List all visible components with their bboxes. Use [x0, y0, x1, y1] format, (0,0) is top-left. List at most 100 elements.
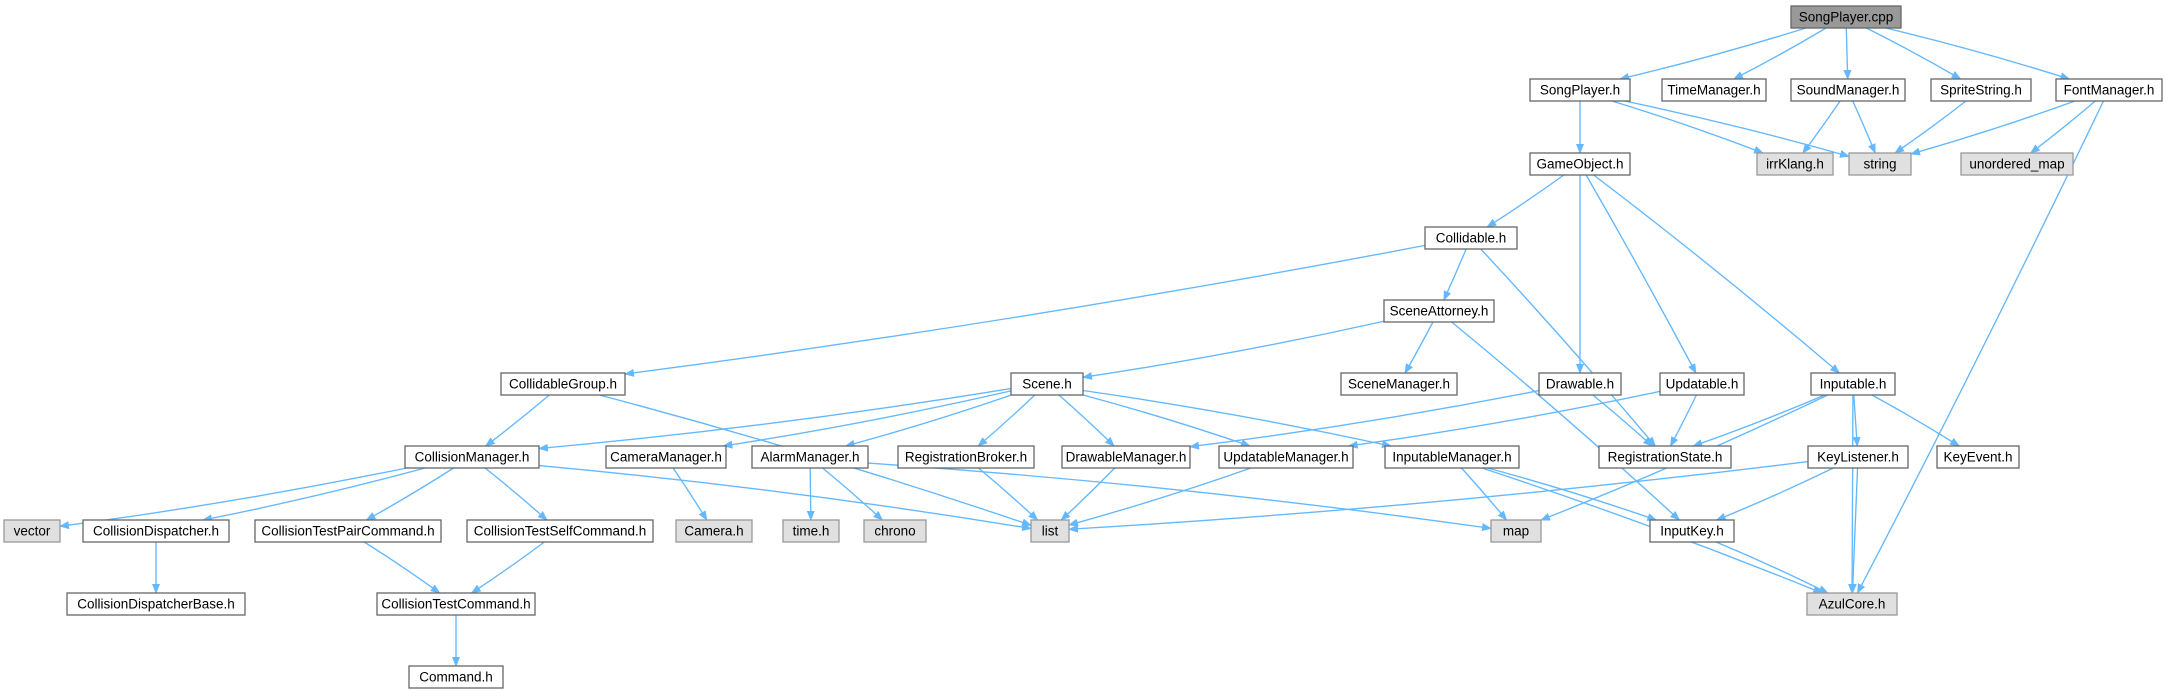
node-label: irrKlang.h	[1766, 157, 1824, 172]
edge-collidable_h-to-collidablegroup_h	[624, 244, 1426, 377]
edge-inputkey_h-to-azulcore_h	[1715, 541, 1829, 594]
node-box	[1010, 372, 1084, 396]
edge-fontmanager_h-to-string	[1910, 100, 2076, 156]
node-box	[1661, 78, 1767, 102]
edge-cameramanager_h-to-camera_h	[672, 467, 708, 521]
node-label: SpriteString.h	[1940, 83, 2022, 98]
node-label: SceneAttorney.h	[1390, 304, 1489, 319]
node-box	[1810, 372, 1896, 396]
edge-alarmmanager_h-to-map	[867, 462, 1492, 532]
node-updatablemanager-h[interactable]: UpdatableManager.h	[1218, 445, 1354, 469]
node-updatable-h[interactable]: Updatable.h	[1659, 372, 1745, 396]
node-scene-h[interactable]: Scene.h	[1010, 372, 1084, 396]
edge-songplayer_h-to-string	[1624, 100, 1850, 158]
node-label: Inputable.h	[1820, 377, 1887, 392]
edge-inputable_h-to-keylistener_h	[1852, 394, 1861, 447]
node-collidable-h[interactable]: Collidable.h	[1424, 226, 1518, 250]
edge-collisionmanager_h-to-collisiontestpaircommand_h	[365, 467, 454, 521]
node-cameramanager-h[interactable]: CameraManager.h	[605, 445, 727, 469]
edge-scene_h-to-cameramanager_h	[722, 390, 1012, 449]
node-label: KeyEvent.h	[1943, 450, 2012, 465]
node-collisionmanager-h[interactable]: CollisionManager.h	[404, 445, 540, 469]
edge-alarmmanager_h-to-time_h	[806, 467, 815, 521]
node-label: DrawableManager.h	[1066, 450, 1187, 465]
node-unordered-map: unordered_map	[1960, 152, 2074, 176]
node-label: AlarmManager.h	[760, 450, 859, 465]
node-keyevent-h[interactable]: KeyEvent.h	[1936, 445, 2020, 469]
edge-keylistener_h-to-inputkey_h	[1715, 467, 1834, 521]
edge-scene_h-to-collisionmanager_h	[538, 387, 1012, 452]
node-collidablegroup-h[interactable]: CollidableGroup.h	[500, 372, 626, 396]
node-inputkey-h[interactable]: InputKey.h	[1649, 519, 1735, 543]
edge-inputable_h-to-keyevent_h	[1871, 394, 1961, 447]
node-label: SongPlayer.cpp	[1799, 10, 1894, 25]
edge-scene_h-to-registrationbroker_h	[977, 394, 1036, 447]
edge-inputable_h-to-registrationstate_h	[1692, 394, 1825, 447]
node-label: string	[1863, 157, 1896, 172]
edge-scene_h-to-drawablemanager_h	[1058, 394, 1115, 447]
node-box	[863, 519, 927, 543]
node-gameobject-h[interactable]: GameObject.h	[1529, 152, 1631, 176]
node-label: UpdatableManager.h	[1223, 450, 1348, 465]
node-command-h[interactable]: Command.h	[408, 665, 504, 689]
node-box	[2055, 78, 2163, 102]
edge-sceneattorney_h-to-scenemanager_h	[1404, 321, 1434, 374]
node-registrationstate-h[interactable]: RegistrationState.h	[1598, 445, 1732, 469]
node-label: CollisionManager.h	[415, 450, 530, 465]
edge-soundmanager_h-to-irrklang_h	[1802, 100, 1841, 154]
node-collisiontestselfcommand-h[interactable]: CollisionTestSelfCommand.h	[466, 519, 654, 543]
node-keylistener-h[interactable]: KeyListener.h	[1807, 445, 1909, 469]
edge-fontmanager_h-to-unordered_map	[2029, 100, 2096, 154]
edge-drawablemanager_h-to-list	[1060, 467, 1116, 521]
edge-registrationbroker_h-to-list	[978, 467, 1039, 521]
edge-collidablegroup_h-to-collisionmanager_h	[484, 394, 550, 447]
node-box	[1383, 299, 1495, 323]
node-label: CameraManager.h	[610, 450, 722, 465]
edge-collisionmanager_h-to-collisiontestselfcommand_h	[484, 467, 548, 521]
node-inputablemanager-h[interactable]: InputableManager.h	[1384, 445, 1520, 469]
node-box	[1340, 372, 1458, 396]
node-chrono: chrono	[863, 519, 927, 543]
edge-inputablemanager_h-to-inputkey_h	[1487, 467, 1658, 521]
edge-sceneattorney_h-to-scene_h	[1082, 320, 1385, 380]
node-label: map	[1503, 524, 1529, 539]
node-scenemanager-h[interactable]: SceneManager.h	[1340, 372, 1458, 396]
node-timemanager-h[interactable]: TimeManager.h	[1661, 78, 1767, 102]
node-label: CollisionDispatcher.h	[93, 524, 219, 539]
node-box	[466, 519, 654, 543]
node-registrationbroker-h[interactable]: RegistrationBroker.h	[897, 445, 1035, 469]
node-label: unordered_map	[1969, 157, 2064, 172]
node-vector: vector	[3, 519, 61, 543]
node-box	[1790, 5, 1902, 29]
node-inputable-h[interactable]: Inputable.h	[1810, 372, 1896, 396]
node-collisiondispatcher-h[interactable]: CollisionDispatcher.h	[82, 519, 230, 543]
node-soundmanager-h[interactable]: SoundManager.h	[1790, 78, 1906, 102]
edge-collidable_h-to-registrationstate_h	[1480, 248, 1656, 447]
node-collisiontestpaircommand-h[interactable]: CollisionTestPairCommand.h	[254, 519, 442, 543]
node-box	[1538, 372, 1622, 396]
edge-scene_h-to-updatablemanager_h	[1082, 394, 1251, 447]
node-collisiondispatcherbase-h[interactable]: CollisionDispatcherBase.h	[66, 592, 246, 616]
node-drawable-h[interactable]: Drawable.h	[1538, 372, 1622, 396]
node-drawablemanager-h[interactable]: DrawableManager.h	[1061, 445, 1191, 469]
edge-updatable_h-to-registrationstate_h	[1669, 394, 1698, 447]
node-irrklang-h: irrKlang.h	[1756, 152, 1834, 176]
node-label: chrono	[874, 524, 915, 539]
node-string: string	[1848, 152, 1912, 176]
node-songplayer-cpp[interactable]: SongPlayer.cpp	[1790, 5, 1902, 29]
node-label: CollisionTestPairCommand.h	[261, 524, 434, 539]
node-fontmanager-h[interactable]: FontManager.h	[2055, 78, 2163, 102]
node-box	[1598, 445, 1732, 469]
node-box	[66, 592, 246, 616]
node-alarmmanager-h[interactable]: AlarmManager.h	[751, 445, 869, 469]
node-songplayer-h[interactable]: SongPlayer.h	[1529, 78, 1631, 102]
node-label: GameObject.h	[1536, 157, 1623, 172]
node-sceneattorney-h[interactable]: SceneAttorney.h	[1383, 299, 1495, 323]
edge-songplayer_cpp-to-timemanager_h	[1732, 27, 1827, 80]
edge-gameobject_h-to-collidable_h	[1486, 174, 1565, 228]
node-box	[605, 445, 727, 469]
node-collisiontestcommand-h[interactable]: CollisionTestCommand.h	[376, 592, 536, 616]
node-label: CollidableGroup.h	[509, 377, 617, 392]
node-spritestring-h[interactable]: SpriteString.h	[1930, 78, 2032, 102]
